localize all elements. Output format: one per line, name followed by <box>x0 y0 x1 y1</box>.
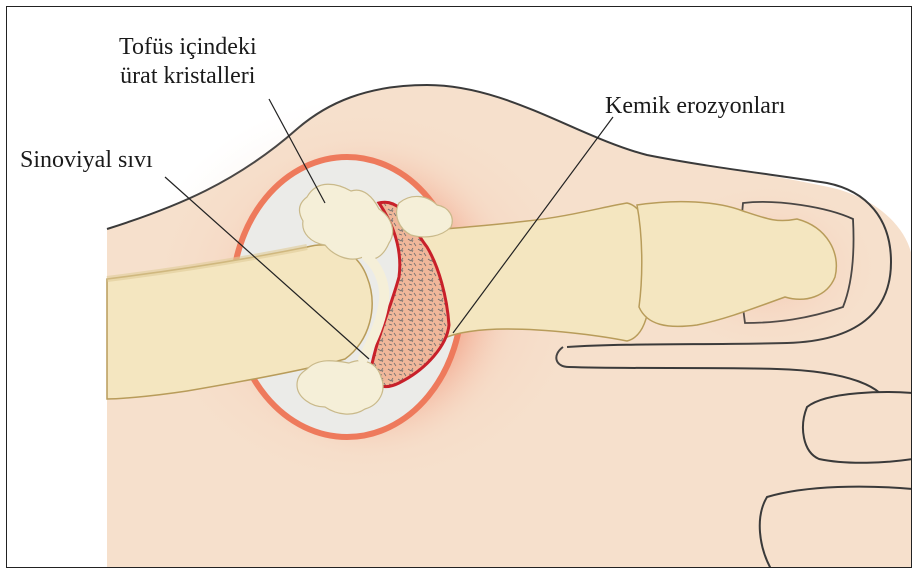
label-bone-erosions: Kemik erozyonları <box>605 92 786 121</box>
label-tophus-line1: Tofüs içindeki <box>119 33 257 62</box>
second-toe <box>803 392 912 463</box>
label-synovial-fluid: Sinoviyal sıvı <box>20 146 153 175</box>
label-tophus-urate-crystals: Tofüs içindeki ürat kristalleri <box>119 33 257 91</box>
label-tophus-line2: ürat kristalleri <box>119 62 257 91</box>
diagram-frame: Tofüs içindeki ürat kristalleri Sinoviya… <box>6 6 912 568</box>
